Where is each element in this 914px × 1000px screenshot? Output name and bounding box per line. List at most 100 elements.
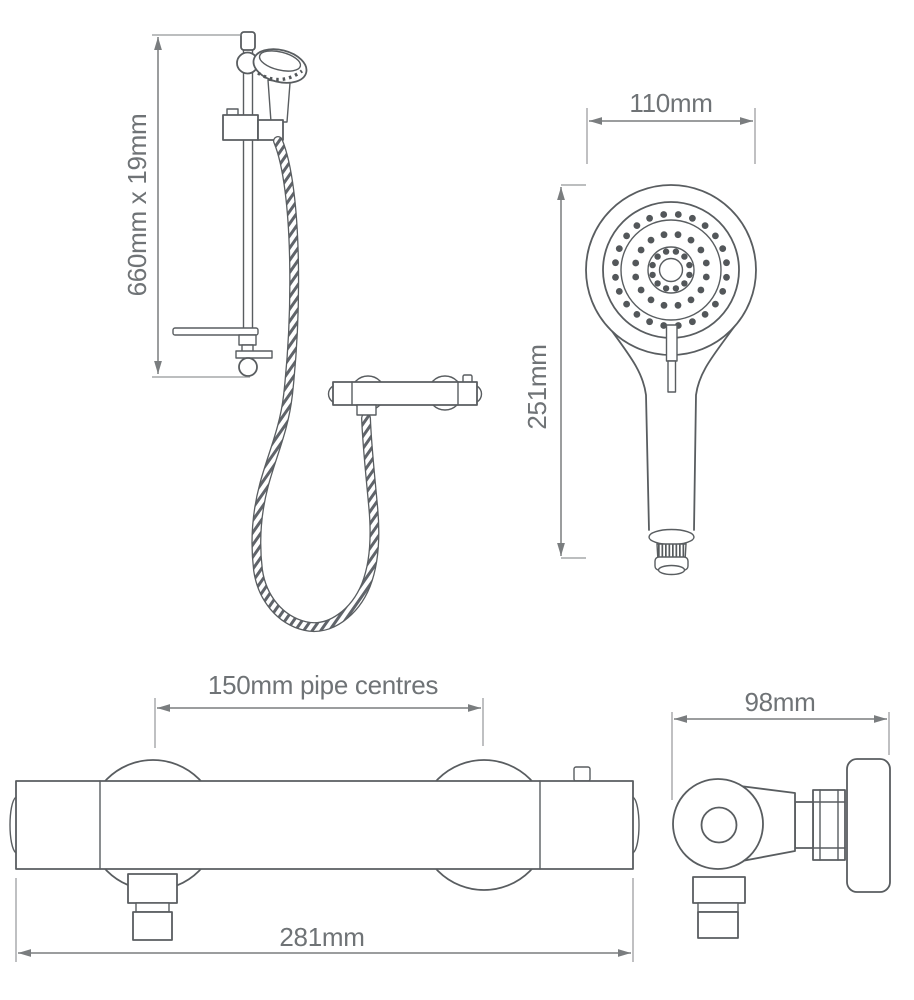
spray-nozzle bbox=[701, 311, 709, 318]
mode-lever bbox=[665, 324, 678, 393]
nut-body bbox=[812, 789, 846, 861]
control-knob bbox=[672, 778, 764, 870]
spray-nozzle bbox=[637, 246, 645, 254]
wall-plate bbox=[846, 758, 891, 893]
spray-nozzle bbox=[681, 253, 688, 260]
handset-head-inner-line bbox=[258, 50, 302, 72]
dimension-mixer-width: 281mm bbox=[15, 878, 634, 962]
spray-nozzle bbox=[719, 245, 727, 253]
spray-nozzle bbox=[660, 211, 668, 218]
mounting-nut bbox=[812, 789, 846, 861]
dim-pipe-centres-label: 150mm pipe centres bbox=[208, 670, 438, 700]
diverter-button bbox=[573, 766, 591, 782]
rail-bottom-bracket bbox=[235, 334, 273, 377]
outlet-shoulder bbox=[697, 902, 739, 913]
outlet-spigot bbox=[697, 911, 739, 939]
spray-nozzle bbox=[649, 271, 656, 279]
spray-nozzle bbox=[689, 214, 696, 222]
control-knob-centre bbox=[700, 806, 738, 844]
hose-outlet-small bbox=[356, 404, 377, 416]
dimension-handset-height: 251mm bbox=[522, 184, 586, 559]
dimension-pipe-centres: 150mm pipe centres bbox=[154, 670, 484, 748]
slide-rail-kit-drawing: 660mm x 19mm bbox=[122, 31, 483, 633]
soap-dish bbox=[172, 327, 259, 336]
spray-nozzle bbox=[646, 318, 653, 326]
outlet-nut bbox=[692, 876, 746, 904]
end-bulge-left-small bbox=[327, 385, 334, 403]
spray-nozzle bbox=[702, 273, 710, 281]
spray-nozzle bbox=[623, 232, 630, 240]
mixer-valve-small bbox=[327, 374, 483, 416]
spray-nozzle bbox=[719, 288, 727, 295]
mixer-side-drawing: 98mm bbox=[671, 687, 891, 939]
spray-nozzle bbox=[615, 288, 623, 295]
spray-nozzle bbox=[633, 222, 641, 230]
rail-top-cap bbox=[240, 31, 256, 51]
spray-nozzle bbox=[672, 285, 680, 292]
spray-nozzle bbox=[674, 231, 682, 239]
bracket-body bbox=[222, 114, 259, 141]
dimension-rail-length: 660mm x 19mm bbox=[122, 34, 250, 378]
dish-mount bbox=[238, 334, 257, 346]
spray-nozzle bbox=[637, 286, 645, 294]
dim-handset-height-label: 251mm bbox=[522, 344, 552, 429]
spray-nozzle bbox=[702, 259, 710, 267]
spray-nozzle bbox=[712, 300, 719, 308]
handle-left-edge bbox=[608, 326, 650, 531]
spray-nozzle bbox=[654, 253, 661, 260]
shower-outlet-side bbox=[692, 876, 746, 939]
handle-end-cap bbox=[648, 528, 695, 546]
mode-lever-upper bbox=[665, 324, 678, 362]
spray-nozzle bbox=[686, 271, 693, 279]
spray-nozzle bbox=[660, 231, 668, 239]
dimension-head-width: 110mm bbox=[586, 88, 756, 164]
outlet-spigot bbox=[132, 911, 173, 941]
hose-opening bbox=[657, 564, 686, 576]
outlet-nut bbox=[127, 873, 178, 904]
spray-nozzle bbox=[701, 222, 709, 230]
end-bulge-right bbox=[632, 796, 640, 854]
head-middle-ring bbox=[620, 219, 722, 321]
end-bulge-right-small bbox=[476, 385, 483, 403]
mode-lever-lower bbox=[667, 360, 677, 393]
spray-nozzle bbox=[723, 273, 730, 281]
slider-bracket bbox=[222, 108, 284, 141]
dimension-mixer-depth: 98mm bbox=[671, 687, 890, 800]
handle-right-edge bbox=[693, 326, 735, 531]
spray-nozzle bbox=[623, 300, 630, 308]
spray-nozzle bbox=[662, 248, 670, 255]
spray-nozzle bbox=[646, 214, 653, 222]
dim-mixer-width-label: 281mm bbox=[279, 922, 364, 952]
mixer-front-drawing: 150mm pipe centres 281mm bbox=[9, 670, 640, 962]
spray-nozzle bbox=[687, 236, 695, 244]
shower-hose bbox=[251, 136, 380, 633]
spray-nozzle bbox=[649, 261, 656, 269]
spray-nozzle bbox=[681, 280, 688, 287]
rail-bottom-knob bbox=[238, 357, 258, 377]
hand-shower-face-drawing: 110mm 251mm bbox=[522, 88, 757, 576]
hose-rope-texture bbox=[252, 137, 379, 631]
dim-head-width-label: 110mm bbox=[629, 88, 712, 118]
spray-nozzle bbox=[632, 259, 640, 267]
spray-nozzle bbox=[672, 248, 680, 255]
spray-nozzle bbox=[647, 296, 655, 304]
dim-mixer-depth-label: 98mm bbox=[744, 687, 815, 717]
spray-nozzle bbox=[689, 318, 696, 326]
head-inner-ring bbox=[647, 246, 695, 294]
spray-nozzle bbox=[674, 301, 682, 309]
spray-nozzle bbox=[615, 245, 623, 253]
spray-nozzle bbox=[697, 246, 705, 254]
hand-shower-on-rail bbox=[252, 48, 308, 123]
valve-neck bbox=[794, 801, 814, 849]
bottom-flange bbox=[235, 350, 273, 359]
shower-outlet-front bbox=[127, 873, 178, 941]
spray-nozzle-dots bbox=[612, 211, 730, 329]
spray-nozzle bbox=[654, 280, 661, 287]
mixer-bar-body bbox=[15, 780, 634, 870]
spray-nozzle bbox=[687, 296, 695, 304]
spray-nozzle bbox=[632, 273, 640, 281]
spray-nozzle bbox=[723, 259, 730, 267]
spray-nozzle bbox=[674, 211, 682, 218]
